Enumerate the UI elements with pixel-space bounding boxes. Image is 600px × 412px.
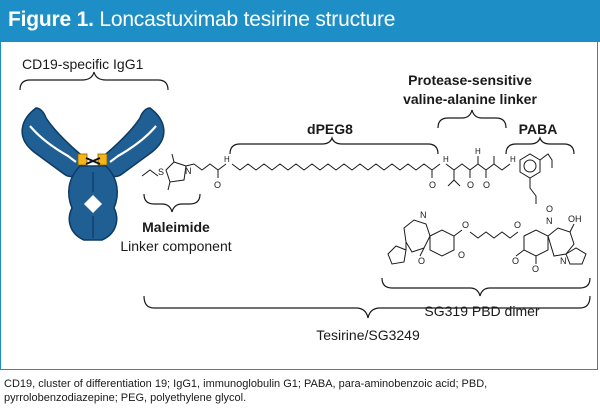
antibody-light-chain-left [29,125,77,163]
atom-nh-paba: H [510,155,516,164]
atom-nh-val: H [443,155,449,164]
val-ala-chain [445,156,511,187]
tesirine-label: Tesirine/SG3249 [316,327,420,343]
pentyl-chain [469,231,519,239]
antibody-disulfide [85,157,101,165]
pbd-right-methoxy [515,223,575,264]
pbd-left-benzene [429,229,455,257]
tesirine-brace [143,295,591,319]
atom-o-peg-carbonyl: O [429,180,436,190]
antibody-fc-diamond [83,194,103,214]
atom-n-pbd-right-lower: N [560,256,567,266]
atom-nh-ala: H [475,147,481,156]
maleimide-ring [165,161,187,183]
dpeg-brace [229,136,439,155]
atom-n-maleimide: N [185,166,192,176]
antibody-right-arm [103,107,165,178]
atom-o-amide: O [214,180,221,190]
figure-header: Figure 1. Loncastuximab tesirine structu… [0,0,600,42]
figure-footnote: CD19, cluster of differentiation 19; IgG… [4,378,488,404]
structure-diagram: CD19-specific IgG1 Protease-sensitive va… [19,56,591,343]
pbd-left-diazepine [403,219,431,253]
atom-o-ether-left: O [462,220,469,230]
paba-label: PABA [519,121,558,137]
antibody-brace [19,71,169,91]
atom-o-ether-right: O [514,220,521,230]
ethyl-bond [141,169,159,177]
pbd-right-diazepine [547,227,575,257]
paba-brace [505,136,575,155]
linker-component-label: Linker component [120,238,231,254]
atom-oh: OH [568,214,582,224]
atom-n-pbd-right: N [546,216,553,226]
atom-o-val: O [467,180,474,190]
figure-label: Figure 1. [8,8,94,31]
paba-ring [519,153,541,179]
paba-aromatic-circle [523,159,537,173]
atom-o-methoxy-right: O [512,256,519,266]
antibody-light-chain-right [109,125,157,163]
antibody-left-arm [21,107,83,178]
maleimide-brace [143,193,201,213]
atom-s: S [158,167,164,177]
pbd-right-pyrrole [565,247,587,265]
atom-o-ala: O [483,180,490,190]
pbd-left-linkers [405,229,463,257]
antibody-icon [21,107,165,241]
protease-label-line2: valine-alanine linker [403,91,537,107]
atom-o-pbd-left: O [418,256,425,266]
atom-o-methoxy-left: O [458,250,465,260]
propanoyl-chain [193,163,227,178]
antibody-label: CD19-specific IgG1 [22,56,144,72]
figure-title-text: Loncastuximab tesirine structure [99,8,396,31]
pbd-dimer-label: SG319 PBD dimer [424,303,539,319]
atom-n-pbd-left: N [420,210,427,220]
figure-frame [0,42,598,370]
protease-label-line1: Protease-sensitive [408,72,532,88]
antibody-hinge-left [77,153,88,166]
atom-nh-amide: H [224,155,230,164]
protease-brace [437,109,507,129]
peg-chain [231,163,441,178]
linker-structure [141,153,587,265]
paba-carbamate [529,153,553,204]
atom-o-pbd-right: O [532,264,539,274]
pbd-brace [381,277,591,297]
atom-o-carbamate: O [546,204,553,214]
pbd-right-benzene [523,229,549,257]
maleimide-label: Maleimide [142,219,210,235]
maleimide-carbonyls [167,153,195,191]
atom-labels: S N H O O H O H O H O N OH N O O O O O N… [158,147,582,274]
dpeg-label: dPEG8 [307,121,353,137]
figure-title: Figure 1. Loncastuximab tesirine structu… [8,8,395,32]
pbd-left-pyrrole [387,245,407,265]
